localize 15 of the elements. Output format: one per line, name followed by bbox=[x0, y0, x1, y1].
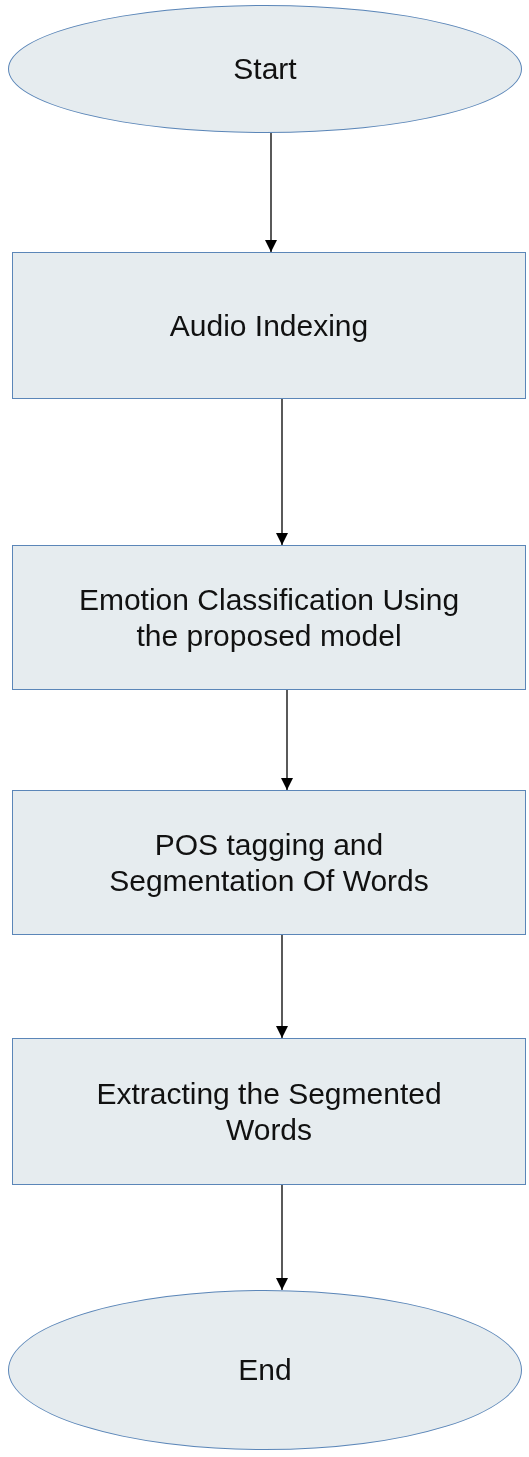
process-box bbox=[12, 1038, 526, 1185]
node-label: Extracting the Segmented Words bbox=[95, 1075, 443, 1148]
node-label: Emotion Classification Using the proposed model bbox=[77, 581, 461, 654]
arrow bbox=[276, 398, 288, 546]
arrow bbox=[281, 689, 293, 791]
node-label: Audio Indexing bbox=[169, 307, 369, 344]
process-box bbox=[12, 545, 526, 690]
node-label: Start bbox=[233, 51, 297, 87]
arrow bbox=[276, 934, 288, 1039]
node-label: End bbox=[238, 1352, 292, 1388]
arrow bbox=[265, 132, 277, 253]
process-box bbox=[12, 252, 526, 399]
arrow bbox=[276, 1184, 288, 1291]
process-box bbox=[12, 790, 526, 935]
node-label: POS tagging and Segmentation Of Words bbox=[108, 826, 430, 899]
